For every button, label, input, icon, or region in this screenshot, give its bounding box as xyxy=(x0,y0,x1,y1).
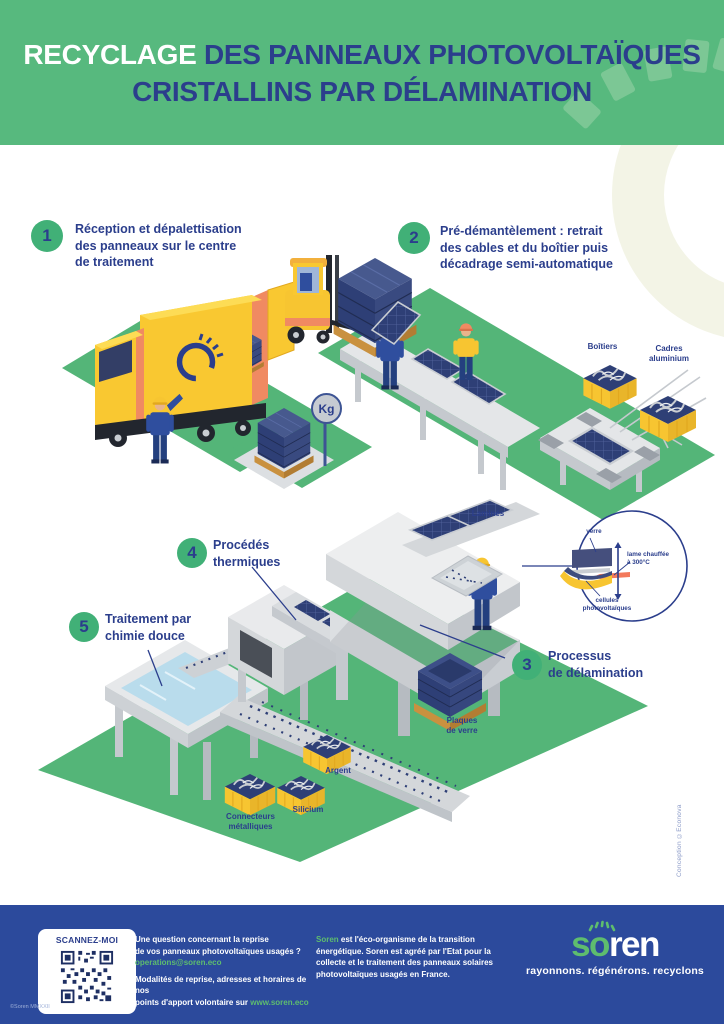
contact-website[interactable]: www.soren.eco xyxy=(250,997,309,1007)
label-cadres-aluminium: Cadres aluminium xyxy=(648,344,689,363)
logo-so: so xyxy=(571,925,610,964)
delamination-machine xyxy=(326,512,520,736)
inset-label-verre: verre xyxy=(586,528,602,535)
tilted-panel xyxy=(370,300,422,346)
step-5-label: Traitement par chimie douce xyxy=(105,612,192,643)
step-4-label: Procédés thermiques xyxy=(213,538,281,569)
inset-label-lame: lame chauffée à 300°C xyxy=(627,551,669,566)
bin-connecteurs xyxy=(223,773,277,817)
label-lamines: Laminés xyxy=(471,509,505,518)
poster-footer: SCANNEZ-MOI xyxy=(0,905,724,1024)
page-title: RECYCLAGE DES PANNEAUX PHOTOVOLTAÏQUES C… xyxy=(0,0,724,110)
qr-code[interactable] xyxy=(59,949,115,1005)
glass-sheet xyxy=(430,555,504,597)
step-4-badge: 4 xyxy=(177,538,207,568)
delivery-truck xyxy=(95,281,295,447)
logo-ren: ren xyxy=(608,925,660,964)
logo-tagline: rayonnons. régénérons. recyclons xyxy=(526,965,704,977)
logo-rays-icon xyxy=(588,920,616,932)
poster-header: RECYCLAGE DES PANNEAUX PHOTOVOLTAÏQUES C… xyxy=(0,0,724,145)
contact-block: Une question concernant la reprise de vo… xyxy=(135,934,313,1008)
qr-card: SCANNEZ-MOI xyxy=(38,929,136,1014)
design-credit: Conception ©Econova xyxy=(676,804,683,877)
scene-delamination xyxy=(38,499,648,862)
step-3-badge: 3 xyxy=(512,650,542,680)
step-2-label: Pré-démantèlement : retrait des cables e… xyxy=(440,224,613,271)
worker-truck xyxy=(146,393,183,464)
thermal-machine xyxy=(178,585,340,720)
pallet-panels-weighing xyxy=(254,407,314,479)
bath-output-conveyor xyxy=(220,696,470,822)
label-boitiers: Boîtiers xyxy=(587,342,618,351)
contact-modalites: Modalités de reprise, adresses et horair… xyxy=(135,974,307,1007)
title-line2: CRISTALLINS PAR DÉLAMINATION xyxy=(132,76,592,107)
title-highlight: RECYCLAGE xyxy=(23,39,197,70)
step-5-badge: 5 xyxy=(69,612,99,642)
forklift xyxy=(285,255,364,344)
step-2-badge: 2 xyxy=(398,222,430,254)
bin-boitiers xyxy=(582,364,638,410)
label-silicium: Silicium xyxy=(292,805,324,814)
soren-ring-logo-icon xyxy=(176,333,224,382)
worker-lifting-panel xyxy=(376,322,404,390)
scene-predismantling xyxy=(285,255,715,520)
bin-cadres xyxy=(639,395,697,443)
pallet-panels-forklift xyxy=(333,257,417,358)
step-1-badge: 1 xyxy=(31,220,63,252)
worker-glass xyxy=(467,557,497,631)
qr-card-title: SCANNEZ-MOI xyxy=(55,935,119,945)
kg-sign: Kg xyxy=(311,393,342,424)
step-1-label: Réception et dépalettisation des panneau… xyxy=(75,222,242,269)
worker-yellow-shirt xyxy=(453,323,479,380)
deframing-machine xyxy=(538,408,660,492)
about-brand: Soren xyxy=(316,935,339,944)
inset-label-cellules: cellules photovoltaïques xyxy=(582,597,632,612)
chemical-bath xyxy=(105,640,268,800)
step-3-label: Processus de délamination xyxy=(548,649,644,680)
aluminium-frames xyxy=(609,369,707,449)
mid-conveyor xyxy=(272,592,368,658)
title-rest: DES PANNEAUX PHOTOVOLTAÏQUES xyxy=(203,39,701,70)
scene-reception xyxy=(62,281,372,489)
soren-logo: soren rayonnons. régénérons. recyclons xyxy=(520,920,710,977)
conveyor-table xyxy=(340,330,540,490)
about-block: Soren est l'éco-organisme de la transiti… xyxy=(316,934,504,980)
label-connecteurs: Connecteurs métalliques xyxy=(226,812,275,831)
contact-question: Une question concernant la reprise de vo… xyxy=(135,935,301,956)
contact-email[interactable]: operations@soren.eco xyxy=(135,958,222,967)
label-plaques-verre: Plaques de verre xyxy=(446,716,478,735)
label-argent: Argent xyxy=(325,766,351,775)
copyright: ©Soren MMXXII xyxy=(10,1004,50,1010)
about-text: est l'éco-organisme de la transition éne… xyxy=(316,935,493,979)
